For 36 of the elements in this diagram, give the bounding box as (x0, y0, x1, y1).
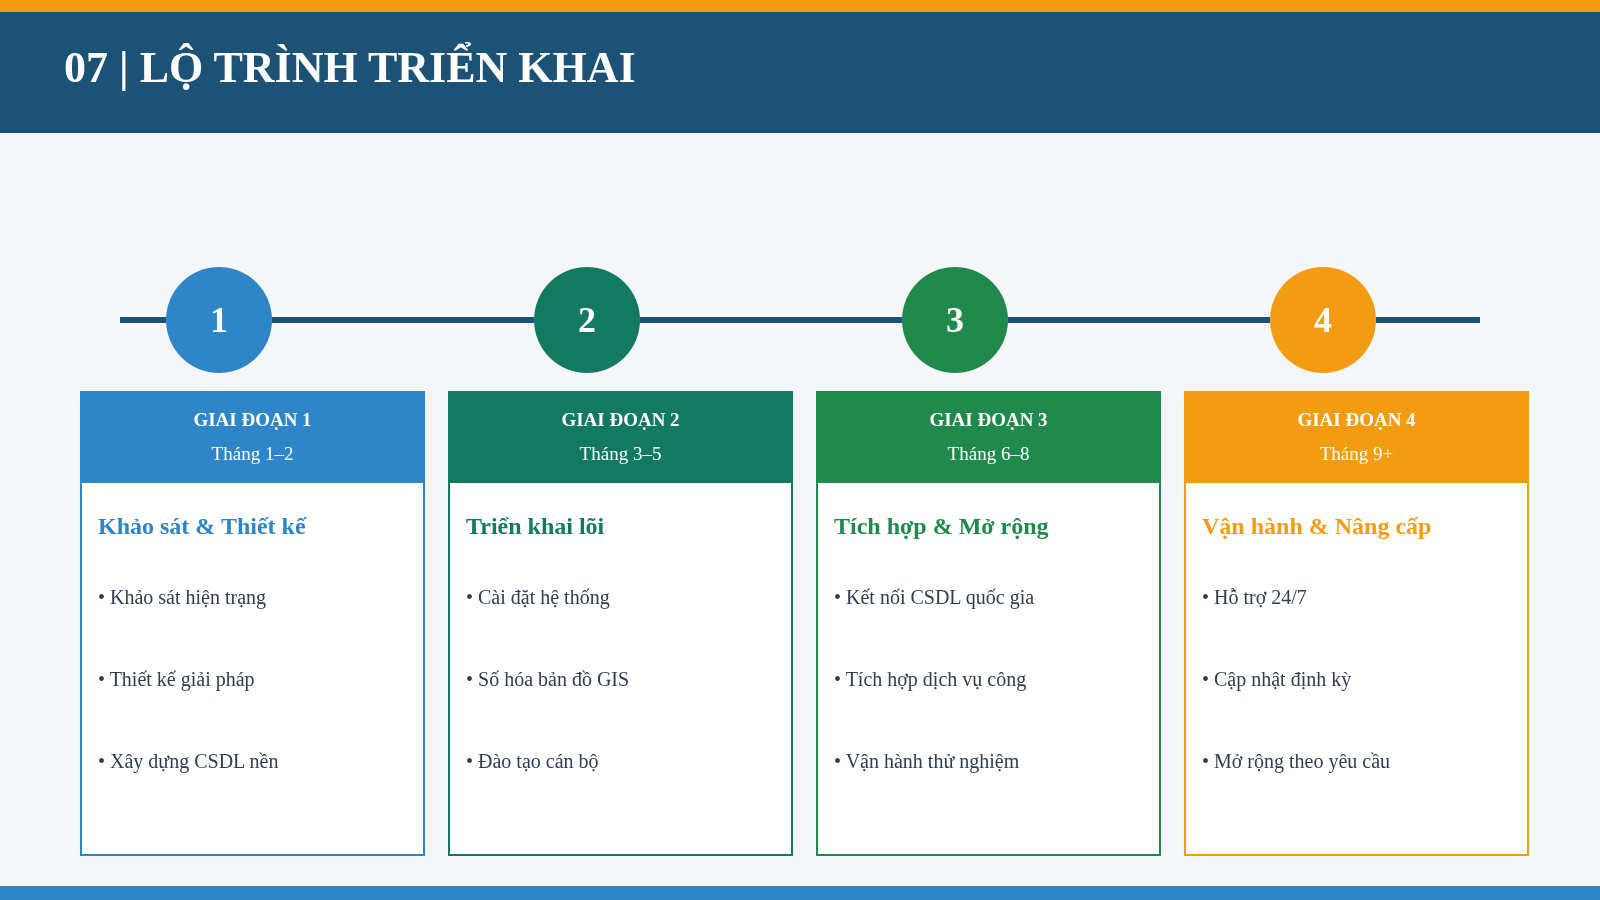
bullet-item: • Mở rộng theo yêu cầu (1202, 750, 1391, 773)
timeline-line (272, 317, 534, 323)
phase-title: Tích hợp & Mở rộng (834, 513, 1049, 540)
bullet-item: • Cài đặt hệ thống (466, 586, 610, 609)
bullet-item: • Hỗ trợ 24/7 (1202, 586, 1307, 609)
bullet-item: • Cập nhật định kỳ (1202, 668, 1352, 691)
phase-title: Khảo sát & Thiết kế (98, 513, 306, 540)
slide-title: 07 | LỘ TRÌNH TRIỂN KHAI (64, 42, 636, 93)
phase-label: GIAI ĐOẠN 2 (560, 409, 681, 431)
step-number-circle: 2 (534, 267, 640, 373)
bullet-item: • Kết nối CSDL quốc gia (834, 586, 1035, 609)
phase-label: GIAI ĐOẠN 3 (928, 409, 1049, 431)
phase-title: Vận hành & Nâng cấp (1202, 513, 1432, 540)
step-number-circle: 1 (166, 267, 272, 373)
bullet-item: • Khảo sát hiện trạng (98, 586, 267, 609)
month-range: Tháng 9+ (1318, 443, 1395, 465)
bullet-item: • Vận hành thử nghiệm (834, 750, 1020, 773)
step-number-circle: 4 (1270, 267, 1376, 373)
timeline-line (640, 317, 902, 323)
month-range: Tháng 6–8 (946, 443, 1031, 465)
bullet-item: • Tích hợp dịch vụ công (834, 668, 1027, 691)
month-range: Tháng 1–2 (210, 443, 295, 465)
phase-card (816, 391, 1161, 856)
phase-card (1184, 391, 1529, 856)
bullet-item: • Đào tạo cán bộ (466, 750, 599, 773)
phase-card (80, 391, 425, 856)
phase-title: Triển khai lõi (466, 513, 605, 540)
step-number-circle: 3 (902, 267, 1008, 373)
bullet-item: • Thiết kế giải pháp (98, 668, 255, 691)
phase-label: GIAI ĐOẠN 4 (1296, 409, 1417, 431)
month-range: Tháng 3–5 (578, 443, 663, 465)
bullet-item: • Số hóa bản đồ GIS (466, 668, 630, 691)
timeline-line (1008, 317, 1270, 323)
phase-label: GIAI ĐOẠN 1 (192, 409, 313, 431)
phase-card (448, 391, 793, 856)
bullet-item: • Xây dựng CSDL nền (98, 750, 279, 773)
